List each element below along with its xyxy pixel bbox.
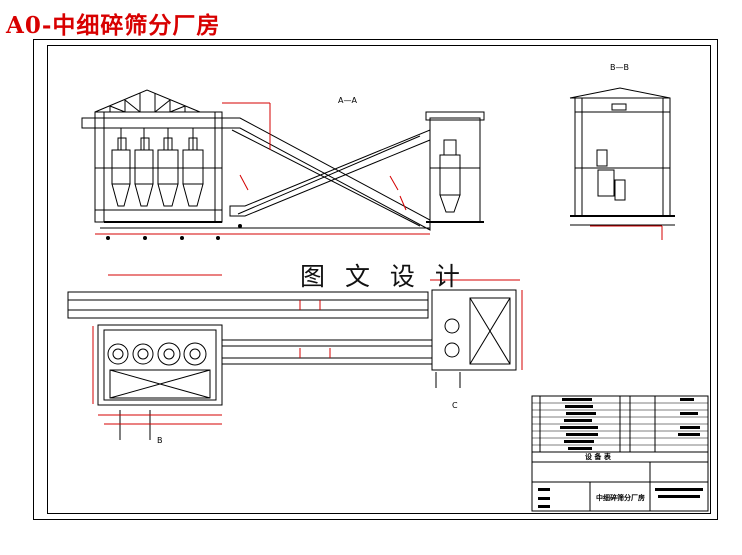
cut-c-label: C <box>452 401 458 410</box>
dimension-lines <box>92 102 663 425</box>
roof-truss <box>94 89 201 113</box>
section-bb-label: B—B <box>610 63 629 72</box>
upper-conveyor <box>81 117 223 129</box>
bb-building <box>574 97 671 217</box>
crusher-1 <box>111 149 131 185</box>
watermark-text: 图 文 设 计 <box>300 262 466 291</box>
section-aa-label: A—A <box>338 96 357 105</box>
cut-b-label: B <box>157 436 163 445</box>
equipment-table-label: 设 备 表 <box>585 452 612 461</box>
inclined-conveyor-up <box>229 129 431 217</box>
section-aa-view <box>81 89 485 240</box>
crusher-2 <box>134 149 154 185</box>
inclined-conveyor-down <box>221 117 431 231</box>
plan-upper-conveyor <box>67 291 429 319</box>
drawing-outer-border <box>33 39 718 520</box>
plan-lower-conveyor <box>221 339 433 365</box>
vibrating-screen <box>439 154 461 196</box>
drawing-inner-border <box>47 45 711 514</box>
title-block <box>531 395 709 512</box>
drawing-name: 中细碎筛分厂房 <box>596 493 645 502</box>
section-bb-view <box>569 87 675 226</box>
crusher-3 <box>157 149 179 185</box>
page-title: A0-中细碎筛分厂房 <box>6 12 221 39</box>
plan-crusher-room <box>97 324 223 406</box>
screen-building <box>429 117 481 223</box>
plan-view <box>67 289 517 440</box>
crusher-4 <box>182 149 204 185</box>
plan-screen-house <box>431 289 517 371</box>
